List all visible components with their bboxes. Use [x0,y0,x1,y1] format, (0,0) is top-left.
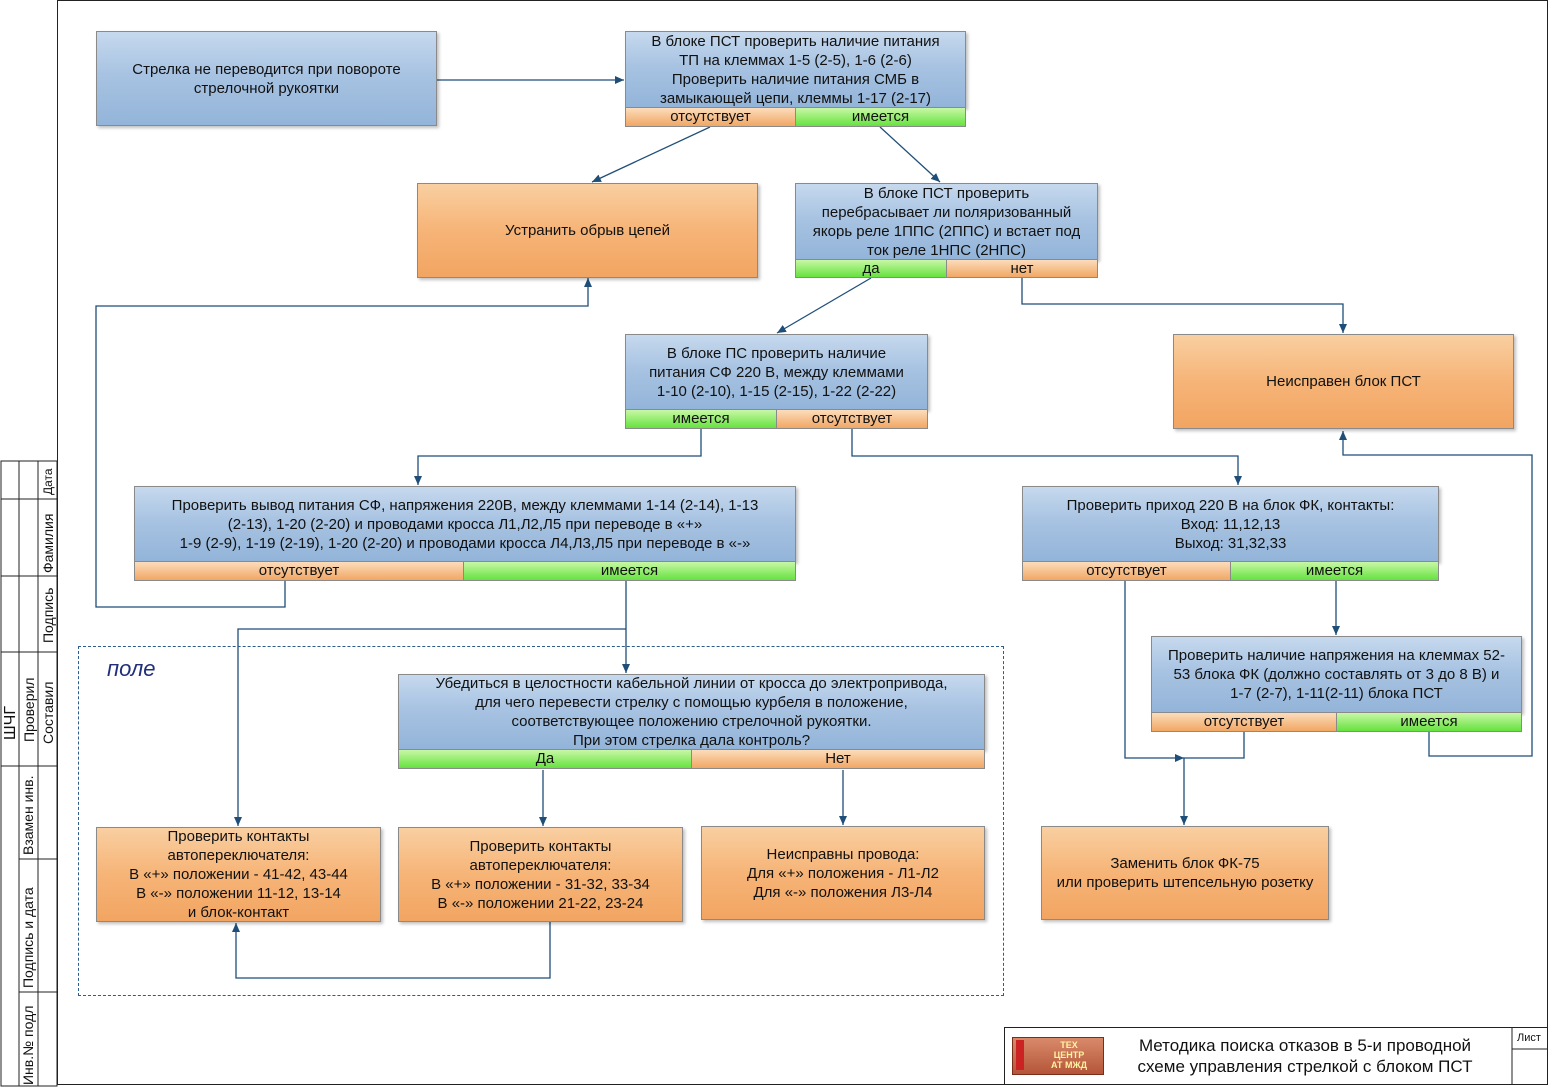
cable-no-tab: Нет [691,749,985,769]
pst-power-check-box: В блоке ПСТ проверить наличие питания ТП… [625,31,966,108]
pst-power-absent-tab: отсутствует [625,107,796,127]
drawing-frame [57,0,1548,1085]
logo-icon [1016,1040,1024,1070]
sheet-label: Лист [1517,1032,1541,1044]
ps-present-tab: имеется [625,409,777,429]
fix-break-box: Устранить обрыв цепей [417,183,758,278]
company-logo: ТЕХ ЦЕНТР АТ МЖД [1012,1037,1104,1075]
fk-voltage-check-box: Проверить наличие напряжения на клеммах … [1151,636,1522,713]
cable-check-box: Убедиться в целостности кабельной линии … [398,674,985,750]
field-label: поле [107,656,156,681]
contacts-a-box: Проверить контакты автопереключателя: В … [96,827,381,922]
fk-voltage-absent-tab: отсутствует [1151,712,1337,732]
logo-text: ТЕХ ЦЕНТР АТ МЖД [1050,1040,1088,1070]
sf-absent-tab: отсутствует [134,561,464,581]
relay-yes-tab: да [795,259,947,278]
sf-present-tab: имеется [463,561,796,581]
stamp-sign-date: Подпись и дата [20,887,36,988]
stamp-shchg: ШЧГ [2,706,19,740]
stamp-surname: Фамилия [40,513,56,573]
fk-absent-tab: отсутствует [1022,561,1231,581]
fk-voltage-present-tab: имеется [1336,712,1522,732]
stamp-checked: Проверил [21,677,37,742]
replace-fk-box: Заменить блок ФК-75 или проверить штепсе… [1041,826,1329,920]
sf-output-check-box: Проверить вывод питания СФ, напряжения 2… [134,486,796,562]
faulty-wires-box: Неисправны провода: Для «+» положения - … [701,826,985,920]
title-block [1004,1027,1548,1085]
contacts-b-box: Проверить контакты автопереключателя: В … [398,827,683,922]
ps-check-box: В блоке ПС проверить наличие питания СФ … [625,334,928,410]
relay-check-box: В блоке ПСТ проверить перебрасывает ли п… [795,183,1098,260]
field-region [78,646,1004,996]
ps-absent-tab: отсутствует [776,409,928,429]
fk-input-check-box: Проверить приход 220 В на блок ФК, конта… [1022,486,1439,562]
start-box: Стрелка не переводится при повороте стре… [96,31,437,126]
stamp-compiled: Составил [40,681,56,744]
relay-no-tab: нет [946,259,1098,278]
stamp-inv-no: Инв.№ подл [20,1005,36,1085]
pst-power-present-tab: имеется [795,107,966,127]
cable-yes-tab: Да [398,749,692,769]
stamp-signature: Подпись [40,587,56,643]
pst-faulty-box: Неисправен блок ПСТ [1173,334,1514,429]
drawing-title: Методика поиска отказов в 5-и проводной … [1137,1036,1473,1076]
stamp-replaced-inv: Взамен инв. [20,775,36,855]
fk-present-tab: имеется [1230,561,1439,581]
stamp-date: Дата [41,468,55,495]
